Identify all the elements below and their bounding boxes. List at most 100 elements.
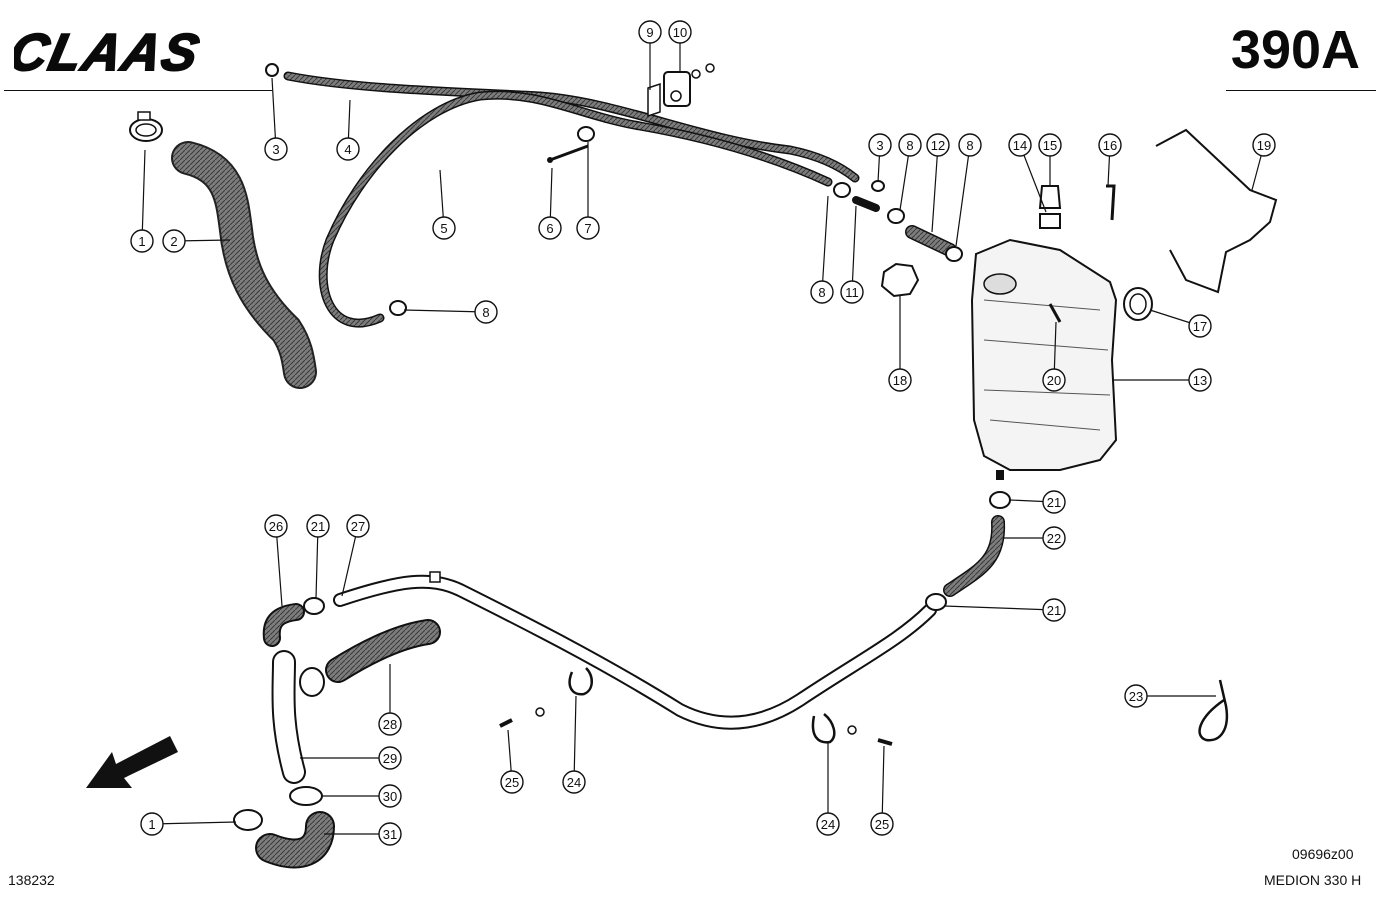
callout-circle-c4: [336, 137, 360, 161]
callout-c21a: 21: [1042, 490, 1066, 514]
leader-line-c8d: [821, 195, 829, 293]
cap-18: [880, 262, 920, 298]
leader-line-c1a: [141, 149, 146, 242]
callout-circle-c3b: [868, 133, 892, 157]
callout-c9: 9: [638, 20, 662, 44]
callout-label-c29: 29: [383, 751, 397, 766]
callout-c31: 31: [378, 822, 402, 846]
callout-circle-c29: [378, 746, 402, 770]
callout-c28: 28: [378, 712, 402, 736]
callout-c8d: 8: [810, 280, 834, 304]
header-rule-right: [1226, 90, 1376, 91]
clip-24-right: [811, 713, 893, 746]
callout-label-c27: 27: [351, 519, 365, 534]
callout-circle-c5: [432, 216, 456, 240]
callout-c21b: 21: [306, 514, 330, 538]
callout-label-c8a: 8: [482, 305, 489, 320]
callout-circle-c21c: [1042, 598, 1066, 622]
callout-label-c14: 14: [1013, 138, 1027, 153]
direction-arrow: [86, 736, 178, 788]
callout-circle-c25a: [500, 770, 524, 794]
clamp-8-left: [389, 300, 407, 316]
callout-circle-c20: [1042, 368, 1066, 392]
hose-4: [283, 71, 860, 183]
callout-label-c16: 16: [1103, 138, 1117, 153]
callout-circle-c9: [638, 20, 662, 44]
callout-label-c3b: 3: [876, 138, 883, 153]
callout-circle-c8d: [810, 280, 834, 304]
callout-c24b: 24: [816, 812, 840, 836]
expansion-tank-13: [970, 238, 1118, 480]
callout-circle-c8c: [958, 133, 982, 157]
callout-label-c5: 5: [440, 221, 447, 236]
callout-circle-c14: [1008, 133, 1032, 157]
bracket-19: [1155, 128, 1278, 294]
model-name: MEDION 330 H: [1264, 872, 1362, 888]
callout-label-c8d: 8: [818, 285, 825, 300]
leader-line-c12: [931, 144, 939, 233]
callout-label-c10: 10: [673, 25, 687, 40]
callout-c19: 19: [1252, 133, 1276, 157]
leader-line-c1b: [151, 821, 237, 825]
callout-circle-c2: [162, 229, 186, 253]
clamp-21-left: [303, 597, 325, 615]
callout-label-c11: 11: [845, 285, 859, 300]
callout-label-c1b: 1: [148, 817, 155, 832]
callout-circle-c17: [1188, 314, 1212, 338]
callout-c17: 17: [1188, 314, 1212, 338]
callout-c8b: 8: [898, 133, 922, 157]
callout-c25b: 25: [870, 812, 894, 836]
claas-logo: CLAAS: [14, 26, 234, 76]
callout-c16: 16: [1098, 133, 1122, 157]
callout-label-c24a: 24: [567, 775, 581, 790]
leader-line-c11: [851, 205, 857, 293]
callout-circle-c25b: [870, 812, 894, 836]
callout-c8a: 8: [474, 300, 498, 324]
callout-circle-c24a: [562, 770, 586, 794]
callout-label-c4: 4: [344, 142, 351, 157]
hose-26: [262, 603, 305, 647]
callout-label-c8c: 8: [966, 138, 973, 153]
callout-label-c3a: 3: [272, 142, 279, 157]
callout-c22: 22: [1042, 526, 1066, 550]
fitting-14: [1039, 213, 1061, 229]
page-number: 390A: [1230, 20, 1360, 80]
callout-c15: 15: [1038, 133, 1062, 157]
clamp-21-pipe: [925, 593, 947, 611]
callout-c21c: 21: [1042, 598, 1066, 622]
callout-c3a: 3: [264, 137, 288, 161]
callout-circle-c12: [926, 133, 950, 157]
callout-circle-c13: [1188, 368, 1212, 392]
callout-c3b: 3: [868, 133, 892, 157]
leader-line-c24a: [573, 695, 577, 783]
callout-c8c: 8: [958, 133, 982, 157]
callout-circle-c26: [264, 514, 288, 538]
callout-circle-c23: [1124, 684, 1148, 708]
clamp-1-lower: [233, 809, 263, 831]
clamp-21-tank: [989, 491, 1011, 509]
clip-24-left: [499, 667, 593, 728]
callout-circle-c21b: [306, 514, 330, 538]
callout-c30: 30: [378, 784, 402, 808]
callout-circle-c24b: [816, 812, 840, 836]
callout-c6: 6: [538, 216, 562, 240]
callout-c5: 5: [432, 216, 456, 240]
callout-circle-c7: [576, 216, 600, 240]
callout-circle-c1a: [130, 229, 154, 253]
callout-circle-c1b: [140, 812, 164, 836]
callout-label-c23: 23: [1129, 689, 1143, 704]
clamp-30: [289, 786, 323, 806]
pipe-27: [333, 571, 937, 730]
leader-line-c8c: [955, 144, 971, 247]
callout-c7: 7: [576, 216, 600, 240]
callout-c27: 27: [346, 514, 370, 538]
callout-label-c31: 31: [383, 827, 397, 842]
callout-label-c26: 26: [269, 519, 283, 534]
callout-c23: 23: [1124, 684, 1148, 708]
leader-line-c26: [275, 525, 283, 607]
bolt-6: [547, 144, 589, 163]
leader-line-c21c: [943, 605, 1055, 611]
callout-label-c22: 22: [1047, 531, 1061, 546]
callout-label-c12: 12: [931, 138, 945, 153]
figure-code: 09696z00: [1292, 846, 1354, 862]
